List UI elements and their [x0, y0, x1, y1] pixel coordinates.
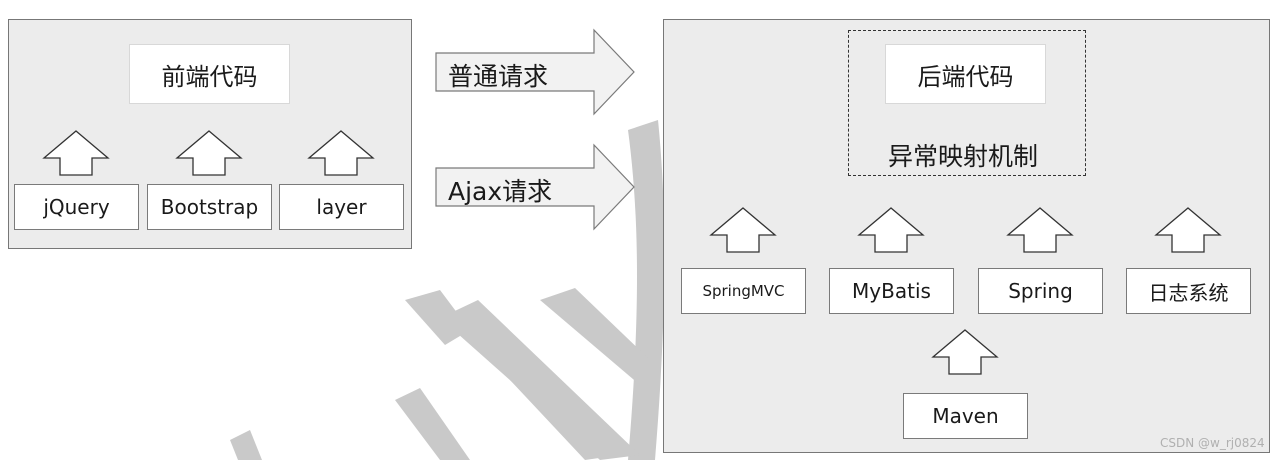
watermark-credit: CSDN @w_rj0824	[1160, 436, 1265, 450]
framework-mybatis: MyBatis	[829, 268, 954, 314]
right-arrow-icon	[435, 28, 635, 116]
lib-layer: layer	[279, 184, 404, 230]
right-arrow-icon	[435, 143, 635, 231]
backend-title: 后端代码	[885, 44, 1046, 104]
lib-jquery: jQuery	[14, 184, 139, 230]
normal-request-label: 普通请求	[448, 62, 549, 91]
lib-bootstrap: Bootstrap	[147, 184, 272, 230]
frontend-title: 前端代码	[129, 44, 290, 104]
framework-springmvc: SpringMVC	[681, 268, 806, 314]
build-maven: Maven	[903, 393, 1028, 439]
exception-mapping-label: 异常映射机制	[888, 142, 1039, 171]
framework-spring: Spring	[978, 268, 1103, 314]
exception-mapping-group	[848, 30, 1086, 176]
framework-logging: 日志系统	[1126, 268, 1251, 314]
ajax-request-label: Ajax请求	[448, 177, 553, 206]
